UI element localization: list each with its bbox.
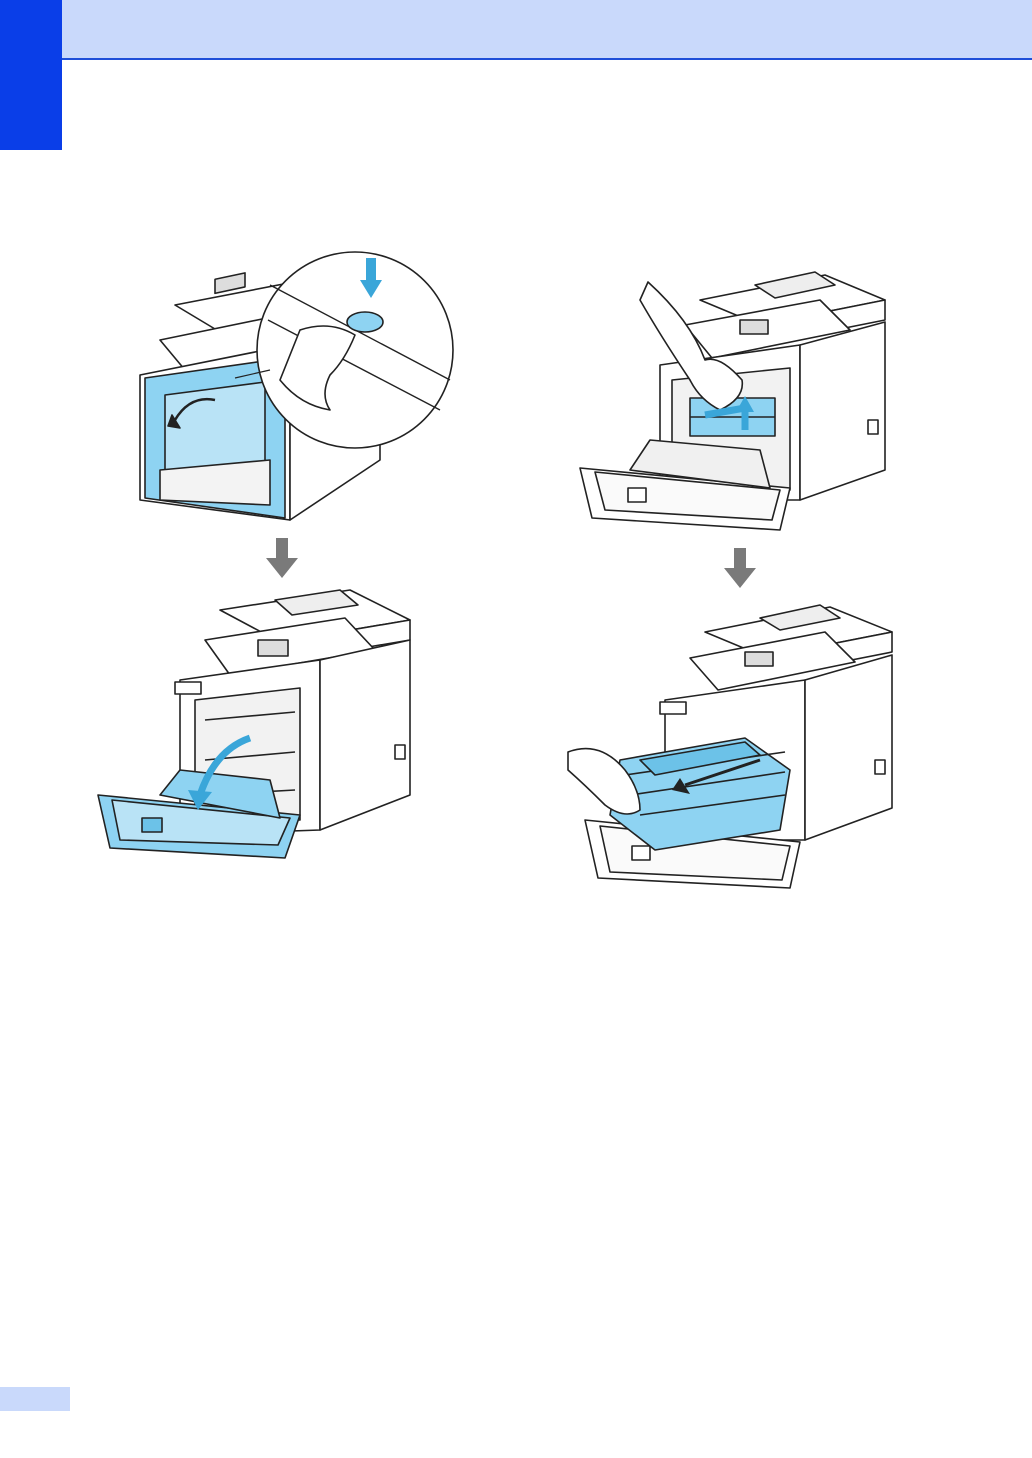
arrow-down-icon — [266, 538, 298, 578]
illustration-step-2 — [98, 590, 410, 858]
illustration-step-3 — [580, 272, 885, 530]
illustration-step-4 — [568, 605, 892, 888]
arrow-down-icon — [724, 548, 756, 588]
illustration-step-1 — [140, 252, 453, 520]
